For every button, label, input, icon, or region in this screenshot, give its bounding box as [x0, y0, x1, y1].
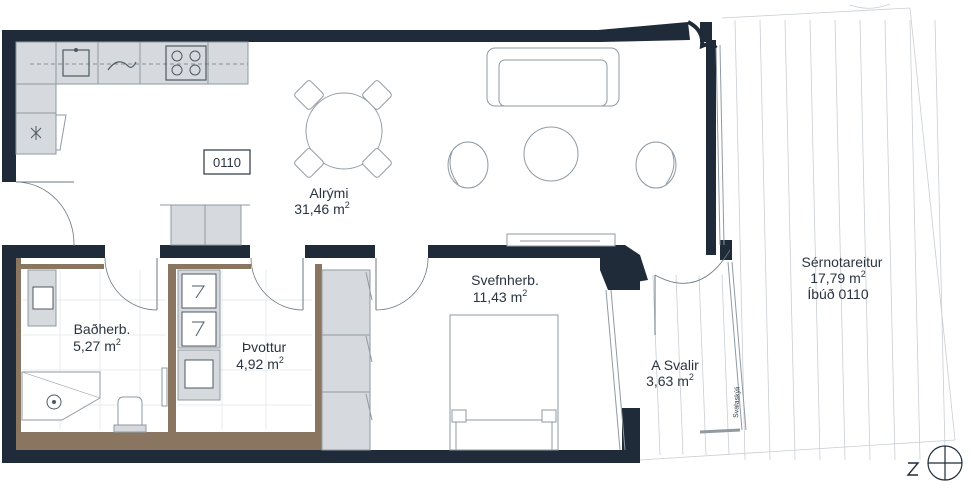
label-living: Alrými 31,46 m2: [294, 185, 350, 217]
room-name-private-area: Sérnotareitur: [802, 254, 883, 270]
room-area-bathroom: 5,27 m2: [73, 337, 121, 354]
room-name-balcony: A Svalir: [651, 357, 699, 373]
inner-doors: [104, 249, 731, 335]
label-private-area: Sérnotareitur 17,79 m2 Íbúð 0110: [802, 254, 883, 302]
room-name-bathroom: Baðherb.: [74, 321, 131, 337]
dishwasher-icon: [107, 61, 137, 71]
sofa: [486, 47, 620, 107]
towel-rail: [161, 367, 168, 407]
room-area-private-area: 17,79 m2: [810, 269, 866, 286]
armchairs: [447, 141, 677, 189]
fridge-icon: [30, 126, 42, 140]
entrance-door: [15, 181, 75, 246]
room-area-bedroom: 11,43 m2: [473, 288, 528, 305]
balcony-rail-label: Svalaskýli: [733, 386, 742, 418]
stove-icon: [165, 45, 207, 81]
coffee-table: [523, 126, 579, 182]
label-bedroom: Svefnherb. 11,43 m2: [471, 272, 539, 305]
terrace-hatching: [639, 3, 956, 461]
wardrobe-hall: [160, 204, 250, 246]
shower: [21, 371, 101, 421]
washer-dryer: [177, 269, 221, 349]
tv-unit: [506, 233, 616, 247]
label-laundry: Þvottur 4,92 m2: [236, 339, 286, 372]
bedroom-wardrobe: [321, 269, 373, 451]
bed: [449, 314, 559, 451]
private-area-unit: Íbúð 0110: [807, 286, 868, 302]
room-name-bedroom: Svefnherb.: [471, 272, 539, 288]
window-right: [687, 20, 725, 246]
unit-number: 0110: [213, 155, 241, 170]
compass-north-icon: [906, 445, 963, 481]
sink-icon: [62, 48, 90, 77]
room-area-laundry: 4,92 m2: [236, 355, 284, 372]
room-name-laundry: Þvottur: [242, 339, 287, 355]
label-balcony: A Svalir 3,63 m2: [646, 357, 699, 389]
room-area-balcony: 3,63 m2: [646, 372, 694, 389]
laundry-sink: [177, 349, 221, 401]
room-area-living: 31,46 m2: [294, 200, 350, 217]
unit-number-badge: 0110: [203, 149, 251, 175]
bathroom-sink: [27, 269, 57, 327]
toilet: [113, 396, 147, 433]
label-bathroom: Baðherb. 5,27 m2: [73, 321, 130, 354]
walls: [2, 22, 732, 463]
kitchen-counter: [15, 41, 249, 155]
balcony-rail: [605, 261, 747, 451]
room-name-living: Alrými: [310, 185, 349, 201]
laundry-walls: [16, 258, 322, 450]
dining-table: [294, 80, 392, 178]
